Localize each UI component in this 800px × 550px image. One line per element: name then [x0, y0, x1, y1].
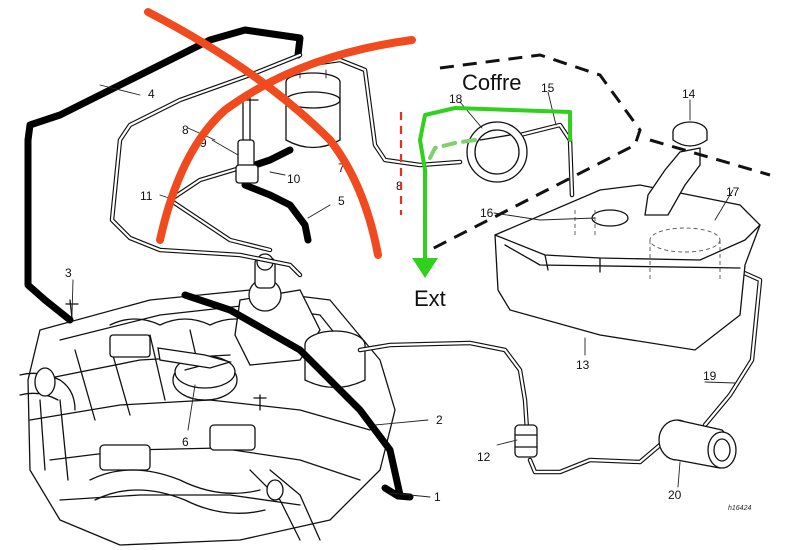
callout-19: 19: [703, 369, 717, 383]
callout-leaders: [71, 84, 736, 498]
callout-12: 12: [477, 450, 491, 464]
callout-14: 14: [682, 87, 696, 101]
part-12-connector: [514, 424, 538, 458]
callout-13: 13: [576, 358, 590, 372]
callout-8a: 8: [182, 123, 189, 137]
callout-7: 7: [338, 161, 345, 175]
part-7-cylinder: [285, 69, 341, 149]
fuel-tank: [494, 121, 761, 351]
green-arrow-head: [412, 258, 438, 278]
callout-16: 16: [480, 206, 494, 220]
oil-filler-cap: [157, 347, 238, 401]
callout-11: 11: [140, 189, 153, 203]
callout-15: 15: [541, 81, 555, 95]
callout-3: 3: [65, 266, 72, 280]
callout-18: 18: [449, 92, 463, 106]
callout-17: 17: [726, 185, 740, 199]
callout-8b: 8: [396, 179, 403, 193]
pipes: [109, 52, 763, 475]
engine-block: [19, 253, 396, 546]
hose-1-end: [381, 484, 414, 501]
part-9-valve: [235, 94, 259, 184]
callout-4: 4: [148, 87, 155, 101]
green-route: [412, 106, 572, 278]
callout-10: 10: [287, 172, 301, 186]
part-18-canister: [466, 121, 528, 183]
annotation-ext: Ext: [414, 286, 446, 311]
part-20-connector: [658, 419, 737, 469]
callout-6: 6: [182, 435, 189, 449]
callout-9: 9: [200, 136, 207, 150]
callout-labels: 1 2 3 4 5 6 7 8 8 9 10 11 12 13 14 15 16…: [65, 81, 751, 512]
callout-5: 5: [338, 194, 345, 208]
black-hoses: [24, 26, 404, 499]
callout-2: 2: [436, 413, 443, 427]
boot-outline: [429, 53, 642, 252]
callout-20: 20: [668, 488, 682, 502]
boot-outline-right: [649, 138, 771, 177]
reference-code: h16424: [728, 505, 751, 512]
red-cross: [144, 8, 416, 259]
callout-1: 1: [434, 490, 441, 504]
annotation-coffre: Coffre: [462, 70, 522, 95]
